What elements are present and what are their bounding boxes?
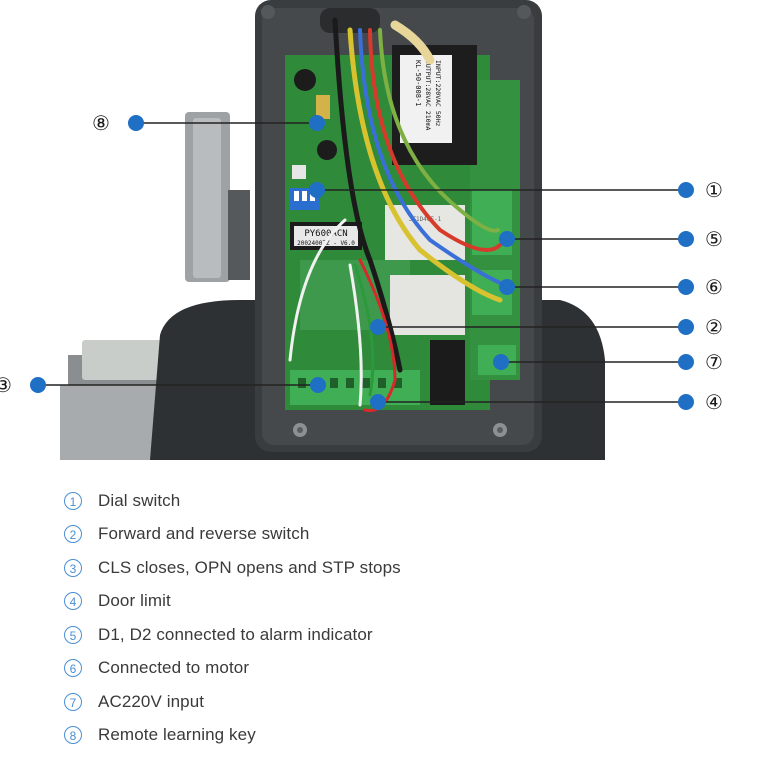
legend-label: Remote learning key	[98, 725, 256, 745]
legend-label: D1, D2 connected to alarm indicator	[98, 624, 373, 644]
dot-1-board	[309, 182, 325, 198]
dot-5-right	[678, 231, 694, 247]
legend-number: 7	[64, 692, 82, 711]
dot-6-board	[499, 279, 515, 295]
legend-item: 5 D1, D2 connected to alarm indicator	[64, 618, 401, 652]
dot-3-board	[310, 377, 326, 393]
legend-number: 6	[64, 659, 82, 678]
dot-4-board	[370, 394, 386, 410]
legend-item: 8 Remote learning key	[64, 719, 401, 753]
legend-label: Door limit	[98, 591, 171, 611]
dot-6-right	[678, 279, 694, 295]
callout-7: ⑦	[705, 350, 723, 374]
legend-number: 3	[64, 558, 82, 577]
callout-4: ④	[705, 390, 723, 414]
dot-2-board	[370, 319, 386, 335]
dot-8-left	[128, 115, 144, 131]
legend-label: Dial switch	[98, 490, 181, 510]
pcb-board: PY600ACN 20024007Z - V6.0 INPUT:220VAC 5…	[285, 45, 520, 410]
callout-1: ①	[705, 178, 723, 202]
callout-2: ②	[705, 315, 723, 339]
callout-lines	[38, 122, 686, 403]
callout-dots	[30, 115, 694, 410]
legend-number: 1	[64, 491, 82, 510]
transformer-line-1: INPUT:220VAC 50Hz	[434, 60, 442, 127]
dot-7-right	[678, 354, 694, 370]
dot-1-right	[678, 182, 694, 198]
legend-item: 6 Connected to motor	[64, 652, 401, 686]
legend-label: Forward and reverse switch	[98, 524, 310, 544]
legend-item: 3 CLS closes, OPN opens and STP stops	[64, 551, 401, 585]
wires	[288, 17, 507, 413]
legend-item: 1 Dial switch	[64, 484, 401, 518]
legend-list: 1 Dial switch 2 Forward and reverse switch…	[64, 484, 401, 752]
legend-label: AC220V input	[98, 691, 205, 711]
dot-8-board	[309, 115, 325, 131]
legend-number: 2	[64, 525, 82, 544]
legend-label: Connected to motor	[98, 658, 250, 678]
callout-6: ⑥	[705, 275, 723, 299]
legend-number: 4	[64, 592, 82, 611]
callout-numbers: ⑧ ① ⑤ ⑥ ② ⑦ ③ ④	[0, 111, 723, 414]
legend-item: 7 AC220V input	[64, 685, 401, 719]
legend-number: 5	[64, 625, 82, 644]
callout-8: ⑧	[92, 111, 110, 135]
callout-3: ③	[0, 373, 12, 397]
callout-5: ⑤	[705, 227, 723, 251]
legend-item: 2 Forward and reverse switch	[64, 518, 401, 552]
legend-number: 8	[64, 726, 82, 745]
dot-2-right	[678, 319, 694, 335]
legend-item: 4 Door limit	[64, 585, 401, 619]
legend-label: CLS closes, OPN opens and STP stops	[98, 557, 401, 577]
transformer-line-2: OUTPUT:28VAC 210mA	[424, 60, 432, 131]
control-board-photo: PY600ACN 20024007Z - V6.0 INPUT:220VAC 5…	[0, 0, 723, 460]
dot-5-board	[499, 231, 515, 247]
chip-model-label: PY600ACN	[304, 229, 347, 239]
dot-4-right	[678, 394, 694, 410]
dot-7-board	[493, 354, 509, 370]
transformer-line-3: KL-50-008-1	[414, 60, 422, 106]
relay-label: JT1D40F-1	[409, 216, 442, 223]
dot-3-left	[30, 377, 46, 393]
